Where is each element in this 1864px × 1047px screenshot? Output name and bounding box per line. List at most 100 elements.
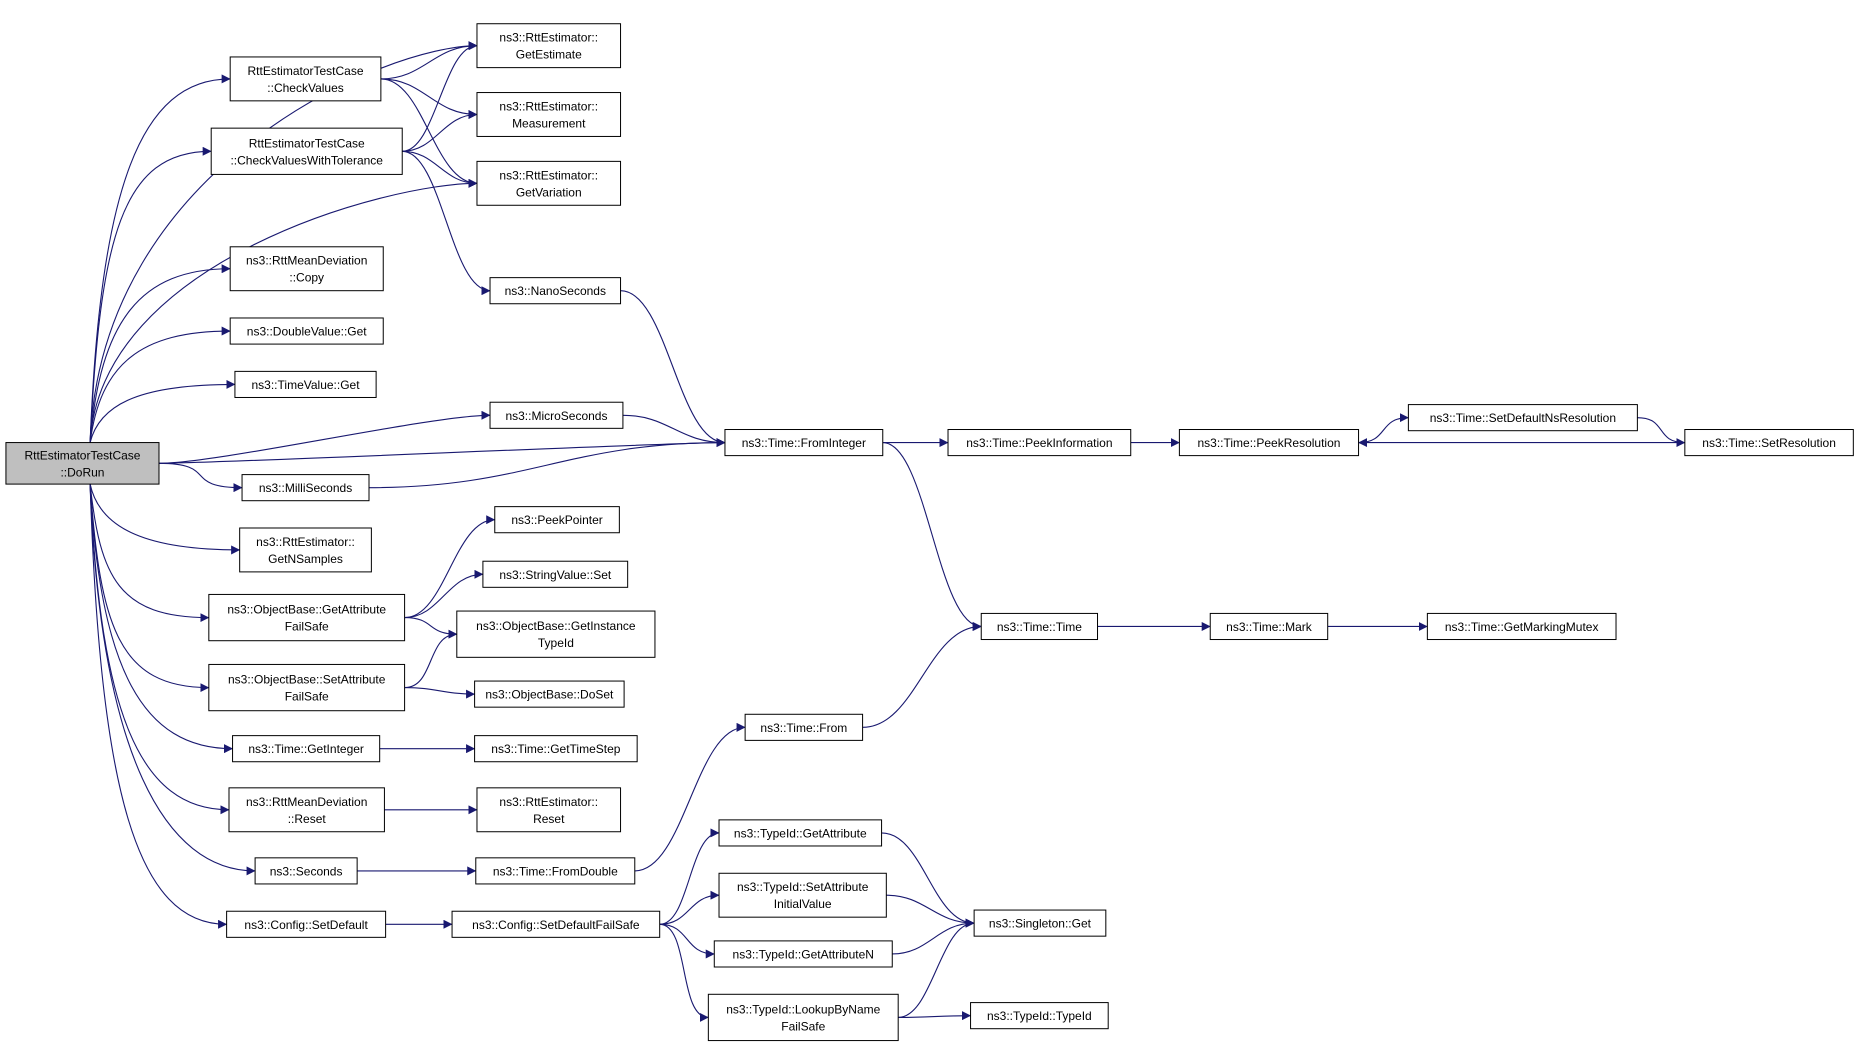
node-timevalueget[interactable]: ns3::TimeValue::Get: [234, 370, 377, 398]
node-frominteger[interactable]: ns3::Time::FromInteger: [724, 429, 884, 457]
node-timemark[interactable]: ns3::Time::Mark: [1209, 612, 1329, 641]
node-getmarkingmutex[interactable]: ns3::Time::GetMarkingMutex: [1426, 612, 1617, 641]
node-label-line: ns3::RttEstimator::: [256, 535, 355, 549]
node-checkvalues[interactable]: RttEstimatorTestCase::CheckValues: [229, 56, 382, 102]
node-dorun[interactable]: RttEstimatorTestCase::DoRun: [5, 442, 160, 485]
node-box: [1209, 612, 1329, 641]
node-label-line: ns3::ObjectBase::GetAttribute: [227, 603, 386, 617]
node-getvariation[interactable]: ns3::RttEstimator::GetVariation: [476, 160, 622, 206]
edge-dorun-to-meancopy: [89, 264, 231, 443]
node-box: [489, 401, 624, 429]
node-label-line: ns3::RttMeanDeviation: [246, 795, 367, 809]
node-box: [494, 506, 620, 534]
node-timetime[interactable]: ns3::Time::Time: [980, 612, 1099, 641]
node-getinteger[interactable]: ns3::Time::GetInteger: [232, 735, 381, 763]
edge-setattrfs-to-getinstancetypeid: [404, 629, 458, 689]
node-peekpointer[interactable]: ns3::PeekPointer: [494, 506, 620, 534]
edge-dorun-to-milliseconds: [158, 462, 243, 493]
node-typeidtypeid[interactable]: ns3::TypeId::TypeId: [970, 1002, 1109, 1030]
node-seconds[interactable]: ns3::Seconds: [254, 857, 358, 885]
node-label-line: Reset: [533, 812, 565, 826]
node-label-line: ns3::RttMeanDeviation: [246, 254, 367, 268]
node-label-line: ns3::Time::SetDefaultNsResolution: [1430, 411, 1616, 425]
edge-checkvaluestol-to-getestimate: [402, 41, 478, 152]
edge-milliseconds-to-frominteger: [369, 438, 726, 489]
node-label-line: ns3::Seconds: [270, 864, 343, 878]
node-nanoseconds[interactable]: ns3::NanoSeconds: [489, 277, 622, 305]
node-getnsamples[interactable]: ns3::RttEstimator::GetNSamples: [239, 527, 372, 573]
node-setdefaultnsres[interactable]: ns3::Time::SetDefaultNsResolution: [1407, 404, 1638, 432]
node-box: [226, 910, 387, 938]
node-getestimate[interactable]: ns3::RttEstimator::GetEstimate: [476, 23, 622, 69]
edge-dorun-to-setattrfs: [89, 484, 210, 693]
node-label-line: ns3::TypeId::LookupByName: [726, 1002, 880, 1016]
node-box: [241, 474, 370, 502]
edge-dorun-to-seconds: [89, 484, 256, 876]
node-configsetdefault[interactable]: ns3::Config::SetDefault: [226, 910, 387, 938]
node-label-line: ns3::ObjectBase::DoSet: [485, 688, 614, 702]
node-box: [947, 429, 1132, 457]
node-label-line: ns3::StringValue::Set: [499, 568, 612, 582]
node-peekres[interactable]: ns3::Time::PeekResolution: [1178, 429, 1360, 457]
node-label-line: ns3::RttEstimator::: [499, 168, 598, 182]
node-label-line: ns3::TypeId::GetAttribute: [734, 826, 867, 840]
edge-dorun-to-configsetdefault: [89, 484, 228, 929]
edge-dorun-to-meanreset: [89, 484, 230, 815]
node-gettimestep[interactable]: ns3::Time::GetTimeStep: [474, 735, 638, 763]
node-box: [476, 787, 622, 833]
node-timefrom[interactable]: ns3::Time::From: [744, 713, 864, 741]
edge-nanoseconds-to-frominteger: [620, 290, 726, 448]
node-box: [718, 819, 883, 847]
node-label-line: ns3::Time::Time: [997, 620, 1082, 634]
node-typeidgetattr[interactable]: ns3::TypeId::GetAttribute: [718, 819, 883, 847]
node-label-line: ns3::Singleton::Get: [989, 917, 1092, 931]
node-box: [476, 160, 622, 206]
node-box: [718, 872, 887, 918]
node-label-line: InitialValue: [774, 897, 832, 911]
node-box: [208, 663, 406, 712]
node-checkvaluestol[interactable]: RttEstimatorTestCase::CheckValuesWithTol…: [210, 127, 403, 175]
node-doset[interactable]: ns3::ObjectBase::DoSet: [474, 680, 625, 708]
edge-frominteger-to-timetime: [882, 442, 982, 631]
node-label-line: RttEstimatorTestCase: [248, 64, 364, 78]
edge-dorun-to-doubleget: [89, 326, 231, 443]
node-setres[interactable]: ns3::Time::SetResolution: [1684, 429, 1854, 457]
node-milliseconds[interactable]: ns3::MilliSeconds: [241, 474, 370, 502]
node-label-line: ns3::ObjectBase::GetInstance: [476, 619, 636, 633]
node-estreset[interactable]: ns3::RttEstimator::Reset: [476, 787, 622, 833]
node-label-line: ns3::TypeId::GetAttributeN: [733, 947, 874, 961]
node-label-line: ns3::Time::PeekResolution: [1197, 436, 1340, 450]
node-fromdouble[interactable]: ns3::Time::FromDouble: [475, 857, 636, 885]
node-label-line: ns3::TypeId::TypeId: [987, 1009, 1092, 1023]
node-label-line: ns3::PeekPointer: [511, 513, 602, 527]
edge-dorun-to-timevalueget: [89, 379, 236, 443]
edge-setdefaultfs-to-typeidgetattr: [659, 828, 720, 925]
node-singletonget[interactable]: ns3::Singleton::Get: [973, 909, 1107, 937]
node-box: [1426, 612, 1617, 641]
edge-peekres-to-setdefaultnsres: [1358, 413, 1409, 444]
node-typeidgetattrn[interactable]: ns3::TypeId::GetAttributeN: [713, 940, 893, 968]
node-label-line: ::CheckValuesWithTolerance: [230, 153, 383, 167]
node-meanreset[interactable]: ns3::RttMeanDeviation::Reset: [228, 787, 385, 833]
node-stringvalueset[interactable]: ns3::StringValue::Set: [482, 560, 629, 588]
node-microseconds[interactable]: ns3::MicroSeconds: [489, 401, 624, 429]
node-box: [234, 370, 377, 398]
node-meancopy[interactable]: ns3::RttMeanDeviation::Copy: [229, 246, 384, 292]
node-label-line: FailSafe: [781, 1019, 825, 1033]
node-box: [254, 857, 358, 885]
node-box: [228, 787, 385, 833]
node-box: [489, 277, 622, 305]
node-setdefaultfs[interactable]: ns3::Config::SetDefaultFailSafe: [451, 910, 661, 938]
edge-dorun-to-checkvalues: [89, 74, 231, 443]
node-measurement[interactable]: ns3::RttEstimator::Measurement: [476, 92, 622, 137]
node-box: [482, 560, 629, 588]
nodes-layer: RttEstimatorTestCase::DoRun RttEstimatorT…: [5, 23, 1854, 1042]
node-doubleget[interactable]: ns3::DoubleValue::Get: [229, 317, 384, 345]
edge-getattrfs-to-stringvalueset: [404, 569, 484, 619]
node-peekinfo[interactable]: ns3::Time::PeekInformation: [947, 429, 1132, 457]
